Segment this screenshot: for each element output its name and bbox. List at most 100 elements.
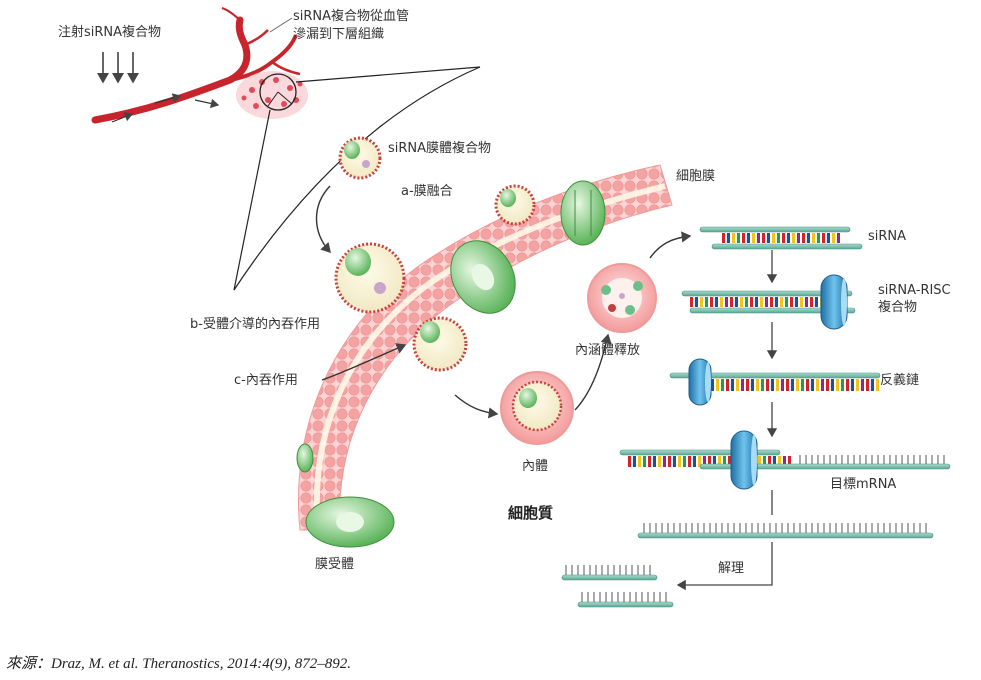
mrna-guide-base <box>693 456 696 467</box>
risc-complex-mrna <box>751 434 757 486</box>
antisense-base <box>806 379 809 391</box>
risc-complex-antisense <box>705 362 711 402</box>
leak-label-line1: siRNA複合物從血管 <box>293 9 410 24</box>
antisense-base <box>856 379 859 391</box>
mrna-guide-base <box>758 456 761 467</box>
antisense-base <box>831 379 834 391</box>
risc-complex <box>841 278 847 326</box>
flow-arrows <box>111 93 220 123</box>
fragment-2 <box>577 601 674 608</box>
mrna-guide-base <box>713 456 716 467</box>
risc-base <box>745 297 748 307</box>
risc-label-line1: siRNA-RISC <box>878 283 951 298</box>
sirna-base <box>792 233 795 243</box>
sirna-base <box>722 233 725 243</box>
risc-label-line2: 複合物 <box>878 300 918 315</box>
risc-base <box>740 297 743 307</box>
antisense-base <box>816 379 819 391</box>
antisense-base <box>876 379 879 391</box>
risc-base <box>795 297 798 307</box>
risc-base <box>750 297 753 307</box>
rna-pathway <box>561 226 951 608</box>
endosome-release <box>587 263 657 333</box>
antisense-base <box>801 379 804 391</box>
risc-base <box>755 297 758 307</box>
mrna-guide-base <box>668 456 671 467</box>
membrane-receptor-mid <box>450 240 516 314</box>
sirna-base <box>817 233 820 243</box>
mrna-guide-base <box>648 456 651 467</box>
liposome-complex-top <box>338 136 382 180</box>
antisense-base <box>851 379 854 391</box>
antisense-base <box>711 379 714 391</box>
risc-base <box>780 297 783 307</box>
mrna-guide-base <box>718 456 721 467</box>
sirna-base <box>727 233 730 243</box>
mrna-guide-base <box>658 456 661 467</box>
membrane-fusion-label: a-膜融合 <box>401 184 453 199</box>
risc-base <box>730 297 733 307</box>
antisense-base <box>746 379 749 391</box>
antisense-base <box>771 379 774 391</box>
mrna-guide-base <box>663 456 666 467</box>
risc-base <box>720 297 723 307</box>
sirna-base <box>827 233 830 243</box>
antisense-base <box>726 379 729 391</box>
sirna-base <box>747 233 750 243</box>
membrane-receptor-bottom <box>305 496 395 548</box>
mrna-guide-base <box>653 456 656 467</box>
pathway-arrows <box>315 185 692 419</box>
risc-base <box>785 297 788 307</box>
risc-strand-bottom <box>689 307 856 314</box>
antisense-base <box>796 379 799 391</box>
mrna-guide-base <box>728 456 731 467</box>
antisense-base <box>786 379 789 391</box>
antisense-base <box>861 379 864 391</box>
sirna-base <box>837 233 840 243</box>
endosome-label: 內體 <box>522 459 549 474</box>
liposome-complex-receptor <box>334 242 406 314</box>
sirna-base <box>732 233 735 243</box>
sirna-base <box>752 233 755 243</box>
mrna-guide-base <box>723 456 726 467</box>
inject-label: 注射siRNA複合物 <box>58 25 162 40</box>
blood-vessel <box>91 7 301 124</box>
sirna-base <box>797 233 800 243</box>
sirna-base <box>777 233 780 243</box>
antisense-base <box>761 379 764 391</box>
antisense-base <box>811 379 814 391</box>
mrna-guide-base <box>683 456 686 467</box>
antisense-base <box>716 379 719 391</box>
leak-cloud <box>236 71 308 119</box>
antisense-base <box>836 379 839 391</box>
risc-base <box>770 297 773 307</box>
cytoplasm-label: 細胞質 <box>508 504 554 522</box>
mrna-guide-base <box>703 456 706 467</box>
sirna-base <box>737 233 740 243</box>
mrna-guide-base <box>698 456 701 467</box>
mrna-guide-base <box>638 456 641 467</box>
source-citation: 來源：Draz, M. et al. Theranostics, 2014:4(… <box>6 656 351 672</box>
antisense-label: 反義鏈 <box>880 373 920 388</box>
risc-base <box>765 297 768 307</box>
antisense-base <box>756 379 759 391</box>
sirna-base <box>782 233 785 243</box>
risc-base <box>710 297 713 307</box>
antisense-base <box>826 379 829 391</box>
liposome-complex-endocytosis <box>412 316 468 372</box>
risc-base <box>760 297 763 307</box>
sirna-base <box>812 233 815 243</box>
risc-base <box>705 297 708 307</box>
endosome-release-label: 內涵體釋放 <box>575 343 641 358</box>
fragment-1 <box>561 574 658 581</box>
degradation-label: 解理 <box>718 561 745 576</box>
cell-membrane-label: 細胞膜 <box>676 169 716 184</box>
antisense-base <box>736 379 739 391</box>
mrna-guide-base <box>628 456 631 467</box>
mrna-guide-base <box>633 456 636 467</box>
antisense-base <box>751 379 754 391</box>
antisense-base <box>791 379 794 391</box>
sirna-base <box>762 233 765 243</box>
mrna-guide-base <box>773 456 776 467</box>
